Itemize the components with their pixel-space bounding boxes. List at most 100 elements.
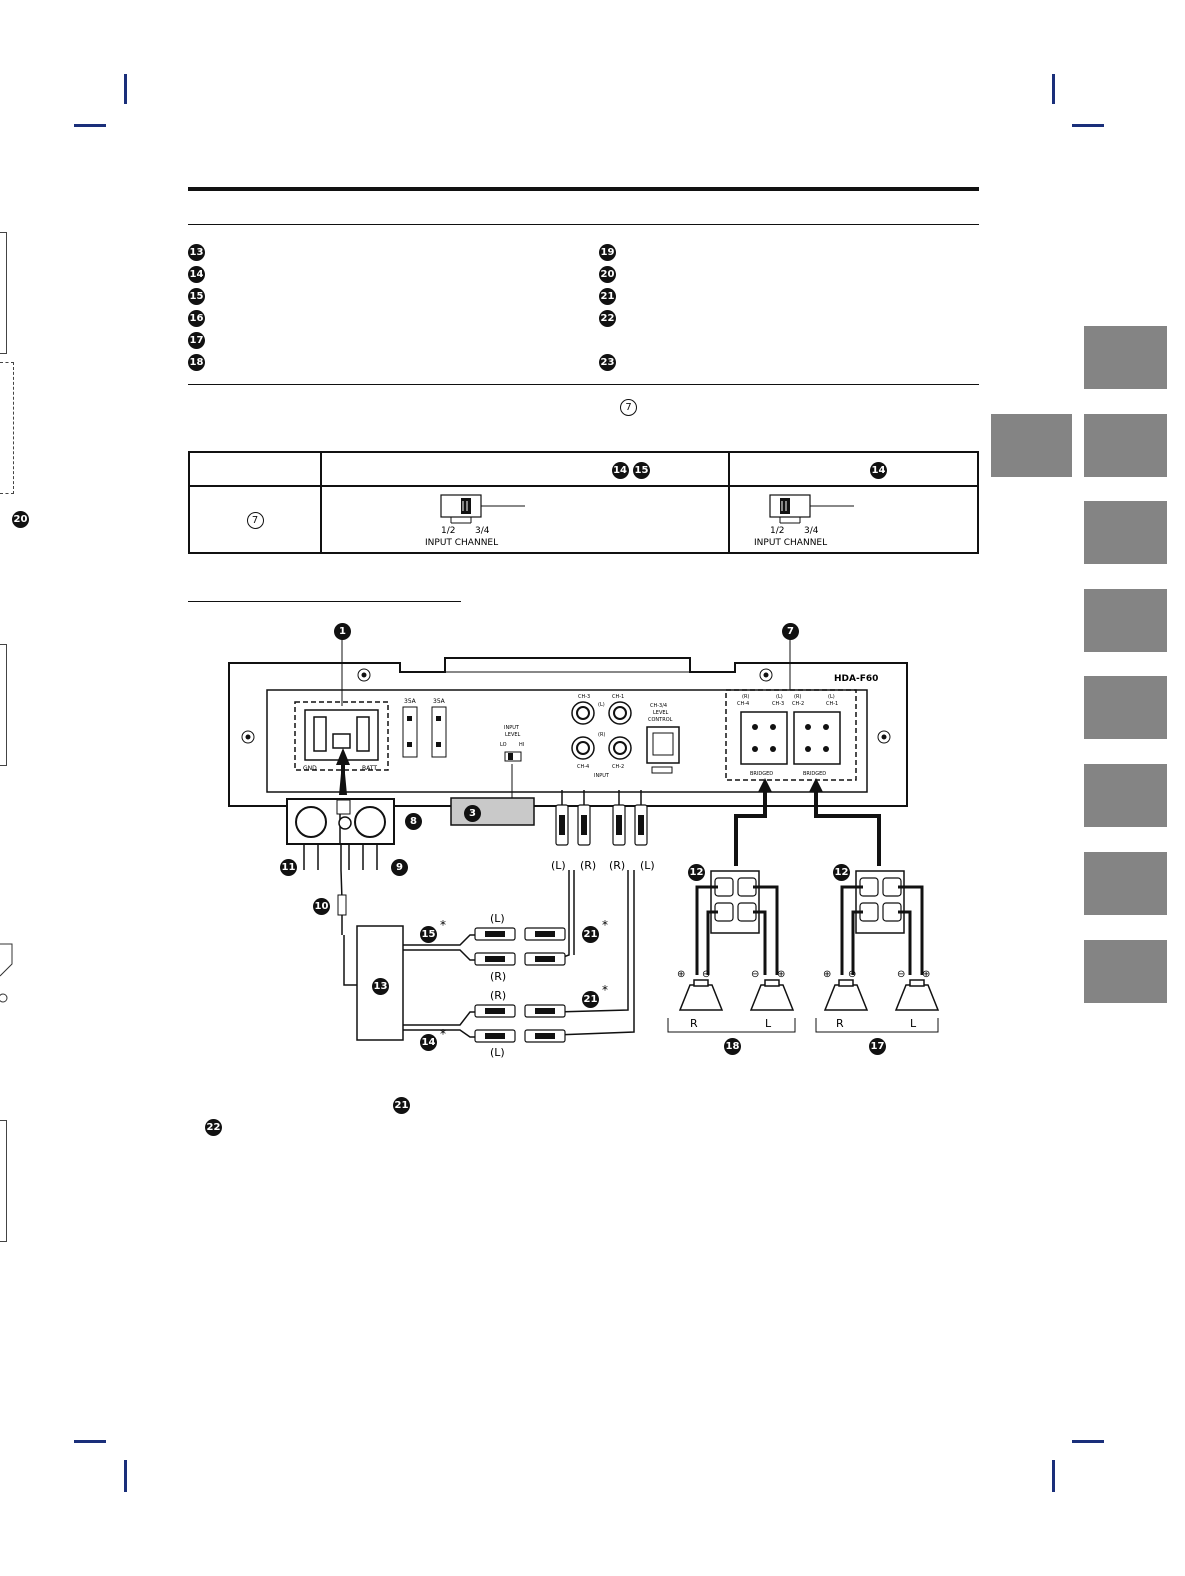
callout-badge: 16 [188,310,205,327]
callout-badge: 19 [599,244,616,261]
side-tab[interactable] [1084,414,1167,477]
table-row-label: 7 [188,485,322,554]
callout-badge: 17 [188,332,205,349]
note-ref: 7 [620,397,637,416]
crop-mark [74,1440,106,1443]
callout-badge: 13 [188,244,205,261]
callout-badge: 14 [611,461,629,479]
parts-list-item: 23 [599,352,616,371]
table-cell-switch: 1/2 3/4 INPUT CHANNEL [320,485,730,554]
side-tab[interactable] [1084,589,1167,652]
callout-badge: 18 [188,354,205,371]
callout-badge: 3 [464,805,481,822]
ch2-label: CH-2 [612,764,624,770]
left-edge-fragment [0,362,14,494]
section-rule [188,384,979,385]
side-tab[interactable] [1084,676,1167,739]
batt-label: BATT [362,765,377,772]
rca-cables [403,790,642,1038]
spk-label: CH-3 [772,701,784,707]
callout-badge: 12 [833,864,850,881]
ch4-label: CH-4 [577,764,589,770]
side-tab[interactable] [1084,940,1167,1003]
callout-badge: 1 [334,623,351,640]
parts-list-item: 21 [599,286,616,305]
speaker-r-label: R [836,1017,844,1030]
side-tab-active[interactable] [991,414,1072,477]
switch-caption: INPUT CHANNEL [425,538,498,547]
parts-list-item: 15 [188,286,205,305]
callout-badge: 13 [372,978,389,995]
footer-ref: 21 [393,1095,410,1114]
switch-label-34: 3/4 [804,526,819,536]
side-tab[interactable] [1084,852,1167,915]
wire-label: (R) [490,970,506,983]
callout-badge: 14 [420,1034,437,1051]
input-label: INPUT [594,773,610,779]
channel-switch-diagram: 1/2 3/4 INPUT CHANNEL [754,494,854,548]
parts-list-item: 14 [188,264,205,283]
switch-label-34: 3/4 [475,526,490,536]
outline-badge: 7 [246,512,264,529]
input-channel-table: 14 15 14 7 1/2 3/4 INPUT CHANNEL [188,451,979,554]
lo-label: LO [500,742,507,748]
in-l-label: (L) [598,702,605,708]
asterisk: * [440,918,446,932]
callout-badge: 11 [280,859,297,876]
plus-symbol: ⊕ [677,969,685,980]
parts-list-item: 22 [599,308,616,327]
hi-label: HI [519,742,524,748]
wire-label: (L) [490,1046,505,1059]
callout-badge: 22 [599,310,616,327]
callout-badge: 20 [12,511,29,528]
wire-label: (L) [551,859,566,872]
level-control-label: CH-3/4 [650,703,667,709]
side-tab[interactable] [1084,326,1167,389]
callout-badge: 17 [869,1038,886,1055]
speaker-l-label: L [910,1017,917,1030]
bridged-label: BRIDGED [750,771,773,777]
spk-label: (R) [794,694,801,700]
asterisk: * [440,1027,446,1041]
plus-symbol: ⊕ [777,969,785,980]
switch-label-12: 1/2 [441,526,455,536]
asterisk: * [602,983,608,997]
channel-switch-diagram: 1/2 3/4 INPUT CHANNEL [425,494,525,548]
crop-mark [74,124,106,127]
crop-mark [124,1460,127,1492]
crop-mark [124,74,127,104]
table-cell-switch: 1/2 3/4 INPUT CHANNEL [728,485,979,554]
speaker [678,979,940,1011]
plus-symbol: ⊕ [922,969,930,980]
plus-symbol: ⊕ [823,969,831,980]
callout-badge: 21 [582,926,599,943]
fuse-label: 35A [433,698,446,705]
left-edge-fragment [0,644,7,766]
model-label: HDA-F60 [834,674,878,684]
side-tab[interactable] [1084,501,1167,564]
ch3-label: CH-3 [578,694,590,700]
minus-symbol: ⊖ [848,969,856,980]
wire-label: (R) [609,859,625,872]
table-header-col2: 14 15 [320,451,730,487]
input-level-label: INPUT [504,725,520,731]
wire-label: (R) [580,859,596,872]
callout-badge: 8 [405,813,422,830]
callout-badge: 21 [393,1097,410,1114]
callout-badge: 22 [205,1119,222,1136]
callout-badge: 21 [599,288,616,305]
parts-list-item: 19 [599,242,616,261]
fuse-label: 35A [404,698,417,705]
side-tab[interactable] [1084,764,1167,827]
asterisk: * [602,918,608,932]
table-header-empty [188,451,322,487]
callout-badge: 23 [599,354,616,371]
in-r-label: (R) [598,732,605,738]
spk-label: CH-1 [826,701,838,707]
amplifier-panel: HDA-F60 GND BATT 35A 35A INPUT LEVEL LO … [228,657,908,807]
parts-list-item: 18 [188,352,205,371]
callout-badge: 15 [188,288,205,305]
outline-badge: 7 [620,399,637,416]
section-rule [188,224,979,225]
power-connector [286,748,395,986]
